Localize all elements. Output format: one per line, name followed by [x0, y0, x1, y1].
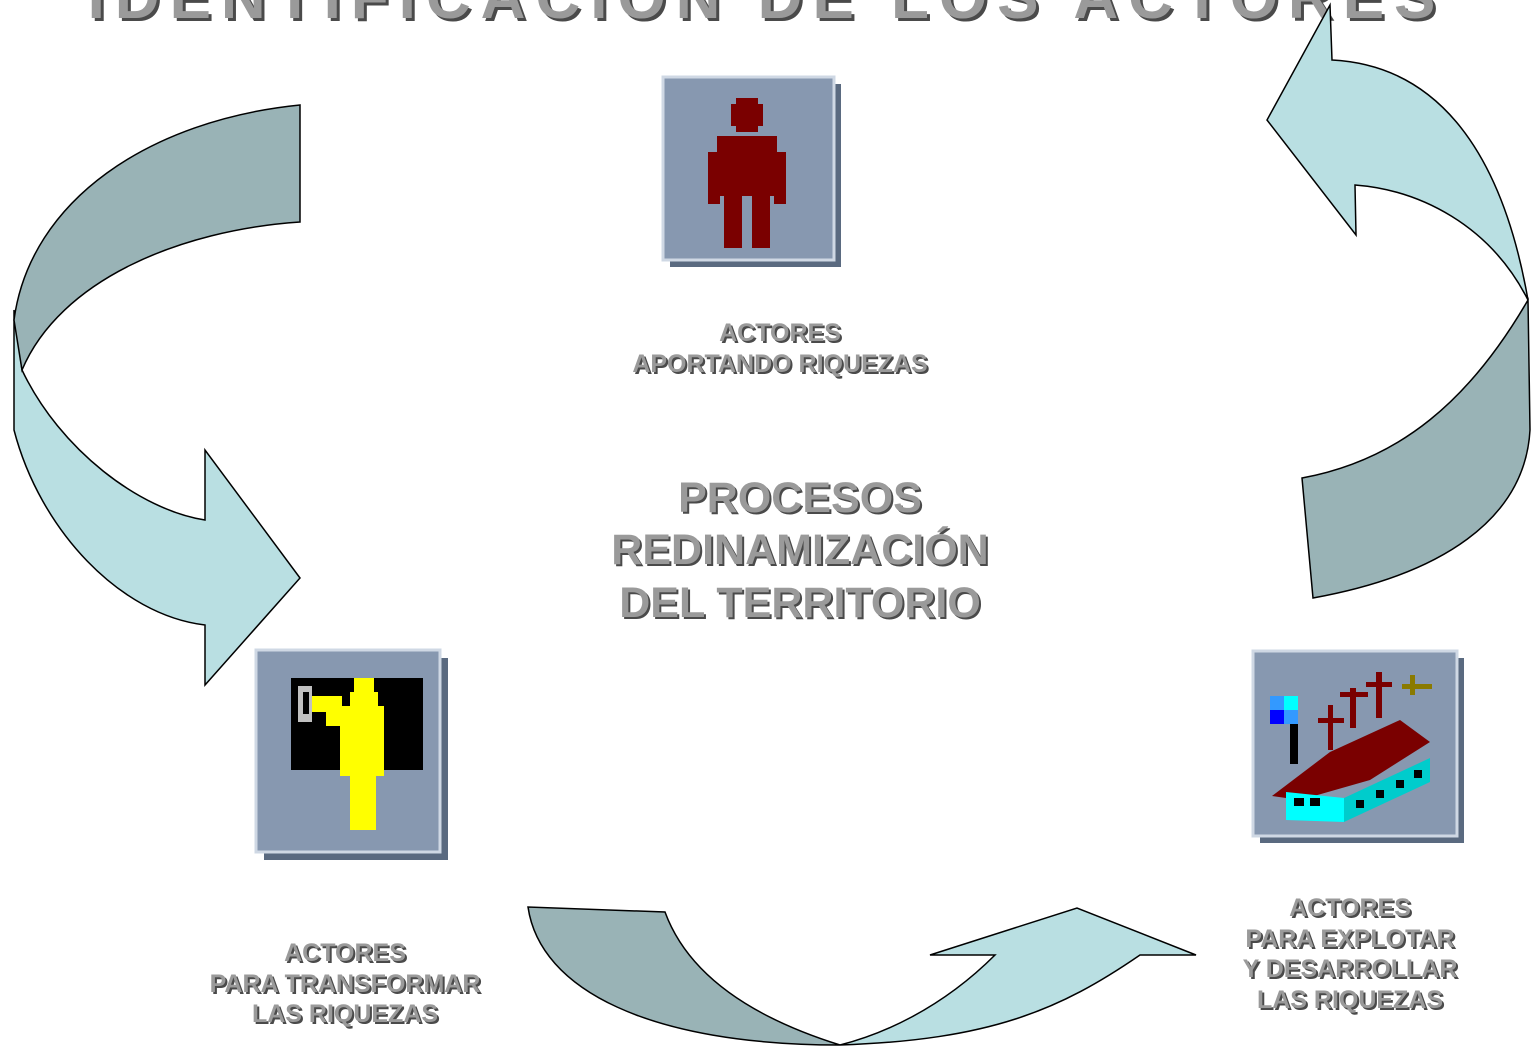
arrow-left — [13, 104, 301, 687]
center-process-label: PROCESOS REDINAMIZACIÓN DEL TERRITORIO — [500, 472, 1100, 629]
arrow-right — [1266, 2, 1531, 599]
actor-right-line3: Y DESARROLLAR — [1242, 955, 1458, 983]
tile-top — [661, 75, 841, 267]
arrow-right-light — [1266, 2, 1529, 301]
arrow-left-light — [13, 309, 301, 687]
actor-left-line3: LAS RIQUEZAS — [251, 1000, 439, 1028]
arrow-right-dark — [1301, 297, 1531, 599]
diagram-title: IDENTIFICACIÓN DE LOS ACTORES — [0, 0, 1533, 33]
actor-label-right: ACTORES PARA EXPLOTAR Y DESARROLLAR LAS … — [1180, 893, 1520, 1015]
actor-label-top: ACTORES APORTANDO RIQUEZAS — [560, 318, 1000, 379]
actor-label-left: ACTORES PARA TRANSFORMAR LAS RIQUEZAS — [140, 938, 550, 1030]
arrow-bottom-light — [839, 907, 1197, 1046]
tile-left — [254, 648, 448, 860]
actor-left-line1: ACTORES — [284, 939, 406, 967]
arrow-left-dark — [13, 104, 301, 373]
worker-icon — [291, 678, 423, 830]
center-line3: DEL TERRITORIO — [619, 578, 981, 627]
arrow-bottom — [527, 906, 1197, 1046]
actor-right-line2: PARA EXPLOTAR — [1245, 924, 1455, 953]
actor-top-line1: ACTORES — [719, 319, 841, 347]
tile-right — [1251, 649, 1464, 843]
arrow-bottom-dark — [527, 906, 841, 1046]
actor-left-line2: PARA TRANSFORMAR — [209, 969, 481, 998]
actor-right-line1: ACTORES — [1289, 894, 1411, 922]
center-line1: PROCESOS — [678, 474, 922, 522]
actor-right-line4: LAS RIQUEZAS — [1256, 985, 1444, 1014]
person-icon — [708, 98, 786, 248]
farm-icon — [1270, 672, 1432, 822]
center-line2: REDINAMIZACIÓN — [611, 526, 989, 575]
actor-top-line2: APORTANDO RIQUEZAS — [632, 349, 928, 378]
